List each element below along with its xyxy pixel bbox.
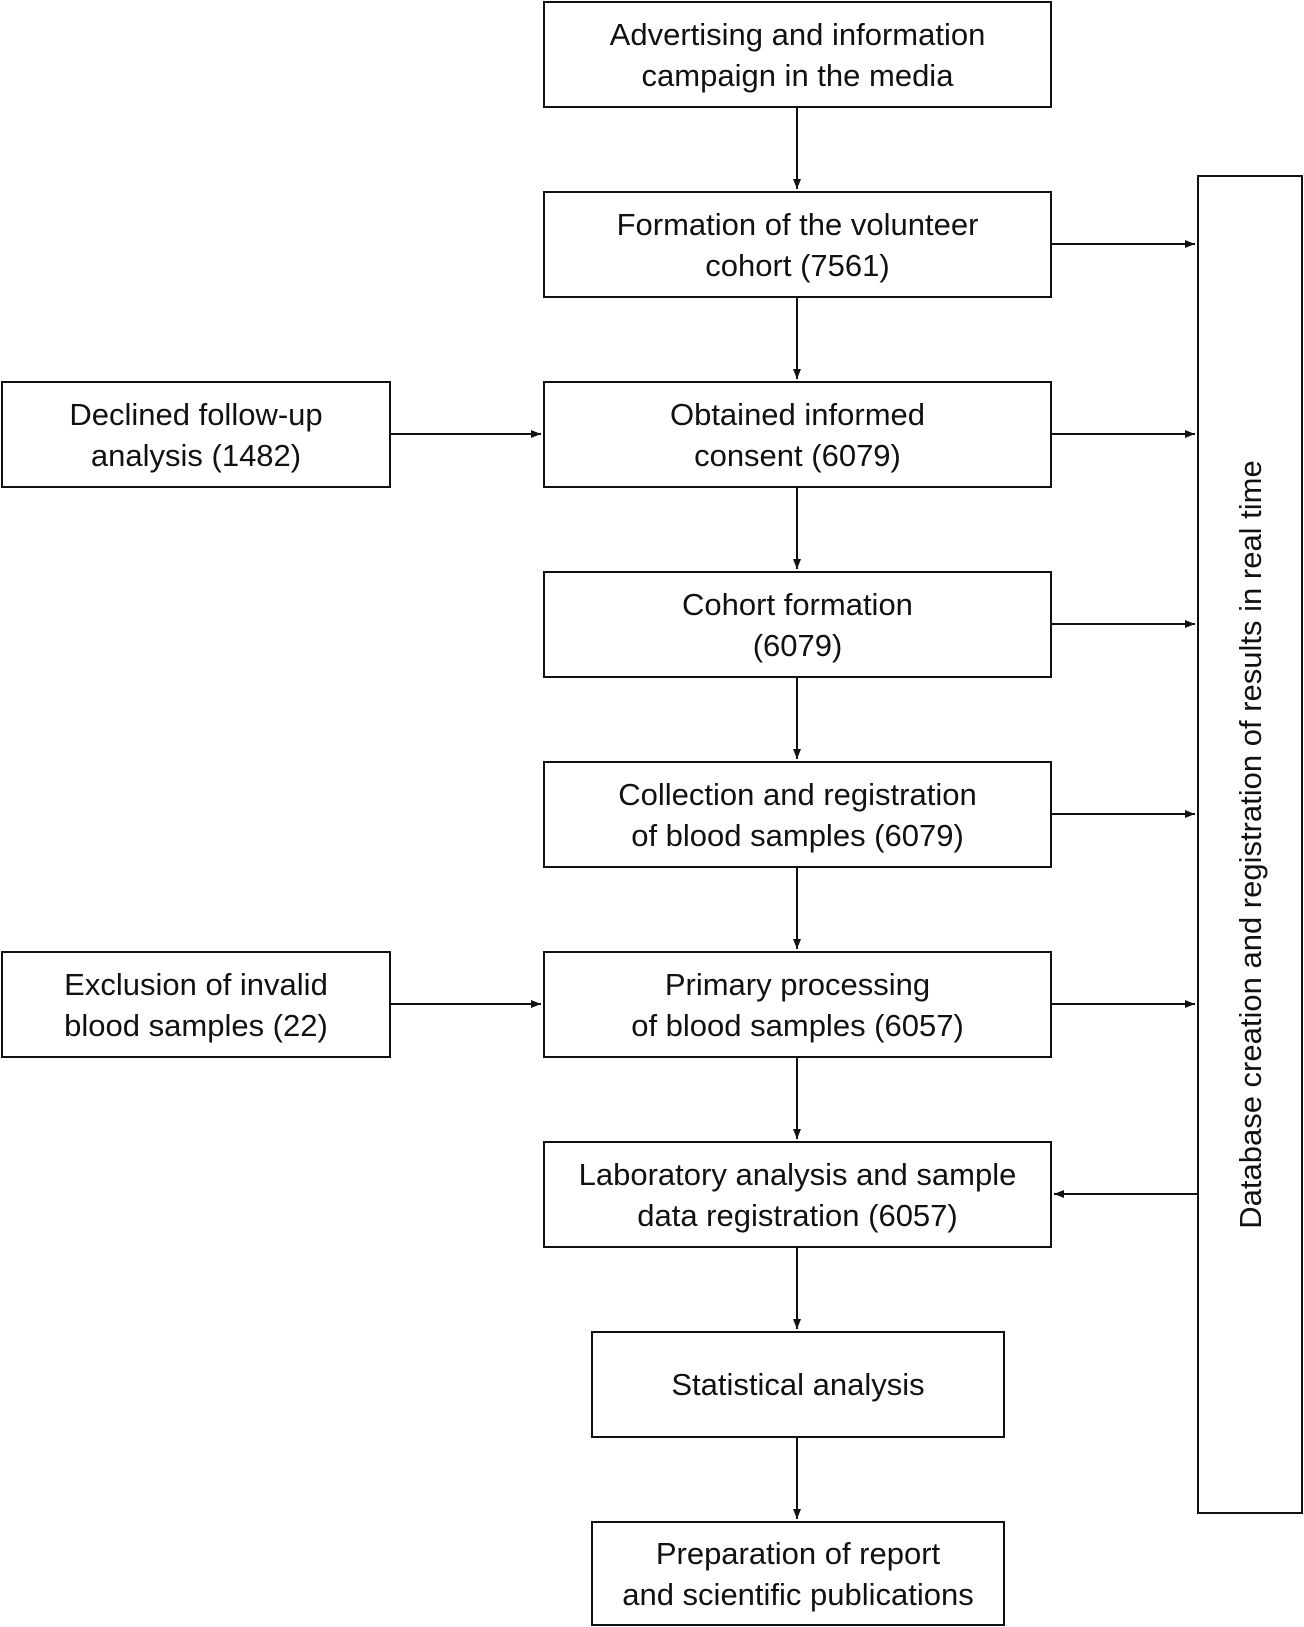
flow-box-cohort-formation-label: Cohort formation (6079) [682, 586, 913, 663]
side-box-declined-followup-label: Declined follow-up analysis (1482) [69, 396, 323, 473]
flow-box-volunteer-cohort-label: Formation of the volunteer cohort (7561) [616, 206, 979, 283]
flow-box-cohort-formation: Cohort formation (6079) [543, 571, 1052, 678]
flow-box-media-campaign: Advertising and information campaign in … [543, 1, 1052, 108]
flow-box-informed-consent-label: Obtained informed consent (6079) [669, 396, 926, 473]
flow-box-informed-consent: Obtained informed consent (6079) [543, 381, 1052, 488]
side-box-excluded-samples: Exclusion of invalid blood samples (22) [1, 951, 391, 1058]
flow-box-primary-processing: Primary processing of blood samples (605… [543, 951, 1052, 1058]
flow-box-lab-analysis-label: Laboratory analysis and sample data regi… [578, 1156, 1017, 1233]
flow-box-primary-processing-label: Primary processing of blood samples (605… [631, 966, 964, 1043]
side-box-declined-followup: Declined follow-up analysis (1482) [1, 381, 391, 488]
flow-box-report-preparation-label: Preparation of report and scientific pub… [622, 1535, 974, 1612]
side-box-excluded-samples-label: Exclusion of invalid blood samples (22) [64, 966, 328, 1043]
flow-box-report-preparation: Preparation of report and scientific pub… [591, 1521, 1005, 1626]
flow-box-statistical-analysis-label: Statistical analysis [671, 1367, 925, 1402]
flow-box-media-campaign-label: Advertising and information campaign in … [609, 16, 986, 93]
flow-box-statistical-analysis: Statistical analysis [591, 1331, 1005, 1438]
flow-box-blood-collection: Collection and registration of blood sam… [543, 761, 1052, 868]
flow-box-volunteer-cohort: Formation of the volunteer cohort (7561) [543, 191, 1052, 298]
database-box: Database creation and registration of re… [1197, 175, 1303, 1514]
flow-box-blood-collection-label: Collection and registration of blood sam… [618, 776, 977, 853]
flow-box-lab-analysis: Laboratory analysis and sample data regi… [543, 1141, 1052, 1248]
